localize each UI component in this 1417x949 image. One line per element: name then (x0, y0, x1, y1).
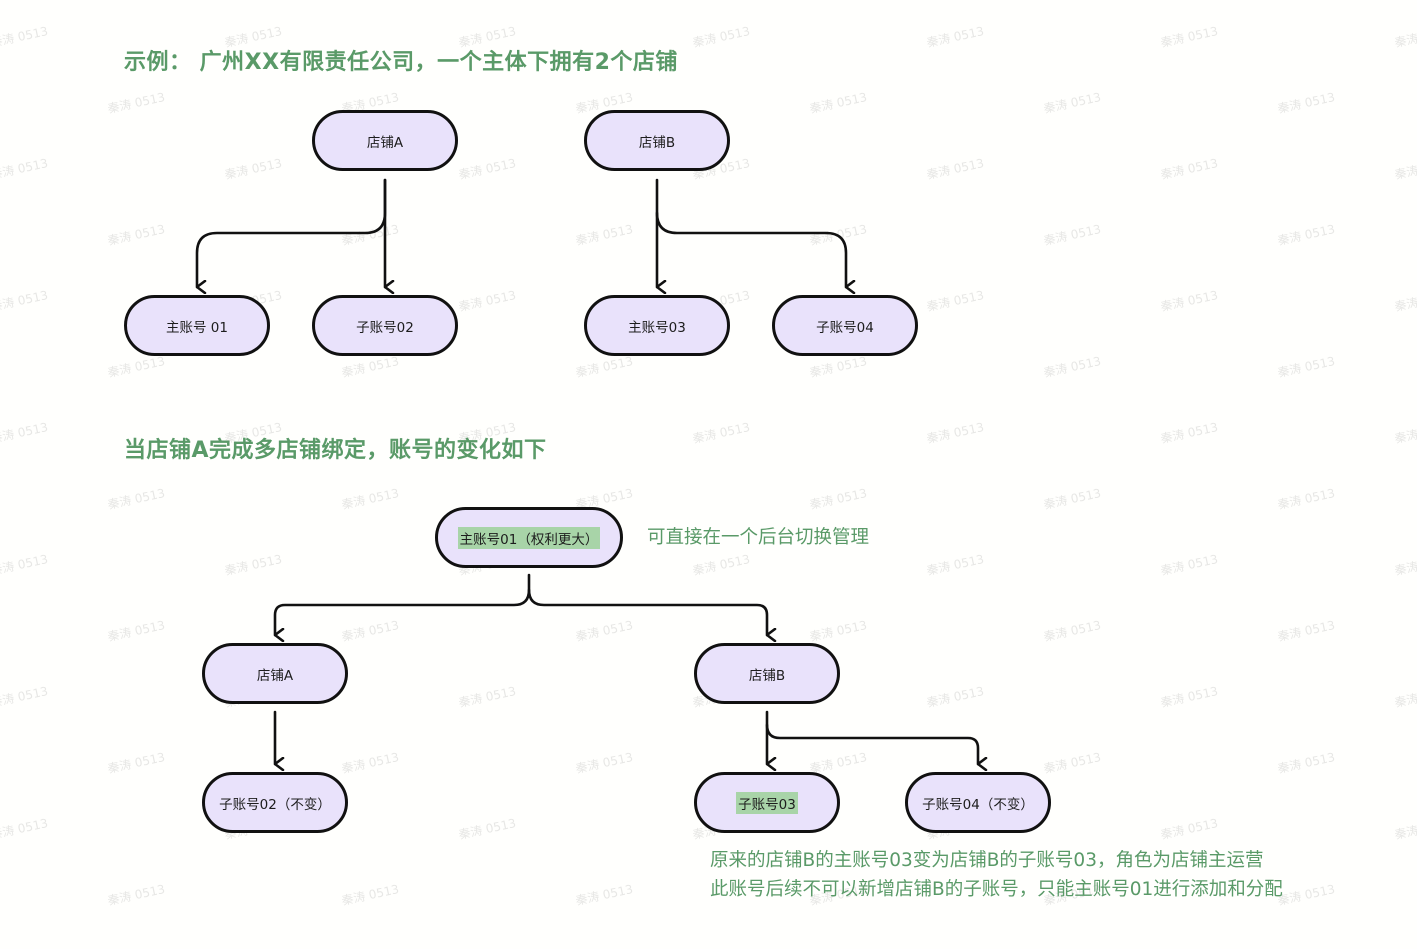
node-store-a[interactable]: 店铺A (312, 110, 458, 171)
node-sub-account-04[interactable]: 子账号04 (772, 295, 918, 356)
connector-root-to-store-b (527, 588, 767, 635)
node-sub-account-02-unchanged[interactable]: 子账号02（不变） (202, 772, 348, 833)
node-sub-account-02[interactable]: 子账号02 (312, 295, 458, 356)
node-label: 子账号02（不变） (219, 796, 331, 813)
note-line-1: 原来的店铺B的主账号03变为店铺B的子账号03，角色为店铺主运营 (710, 850, 1264, 871)
node-sub-account-03[interactable]: 子账号03 (694, 772, 840, 833)
root-note: 可直接在一个后台切换管理 (647, 527, 870, 548)
node-main-account-03[interactable]: 主账号03 (584, 295, 730, 356)
node-label: 店铺A (366, 134, 404, 151)
bottom-notes: 原来的店铺B的主账号03变为店铺B的子账号03，角色为店铺主运营 此账号后续不可… (710, 846, 1283, 904)
node-label: 子账号02 (356, 319, 414, 336)
node-label: 子账号04（不变） (922, 796, 1034, 813)
node-sub-account-04-unchanged[interactable]: 子账号04（不变） (905, 772, 1051, 833)
node-label: 主账号03 (628, 319, 686, 336)
node-label-highlighted: 子账号03 (736, 791, 798, 814)
connector-store-b-to-sub-04 (655, 211, 846, 287)
example-title: 示例： 广州XX有限责任公司，一个主体下拥有2个店铺 (124, 50, 678, 75)
connector-root-to-store-a (273, 573, 531, 635)
node-label-highlighted: 主账号01（权利更大） (457, 526, 601, 549)
note-line-2: 此账号后续不可以新增店铺B的子账号，只能主账号01进行添加和分配 (710, 879, 1283, 900)
node-label: 主账号 01 (166, 319, 228, 336)
node-label: 店铺B (748, 667, 786, 684)
connector-store-b-to-sub-04-bottom (765, 723, 978, 764)
connector-store-a-to-main-01 (195, 178, 387, 287)
node-root-main-account-01[interactable]: 主账号01（权利更大） (435, 507, 623, 568)
node-label: 子账号04 (816, 319, 874, 336)
node-main-account-01[interactable]: 主账号 01 (124, 295, 270, 356)
node-store-b[interactable]: 店铺B (584, 110, 730, 171)
node-store-b-bottom[interactable]: 店铺B (694, 643, 840, 704)
node-store-a-bottom[interactable]: 店铺A (202, 643, 348, 704)
after-binding-title: 当店铺A完成多店铺绑定，账号的变化如下 (124, 438, 547, 463)
node-label: 店铺A (256, 667, 294, 684)
node-label: 店铺B (638, 134, 676, 151)
